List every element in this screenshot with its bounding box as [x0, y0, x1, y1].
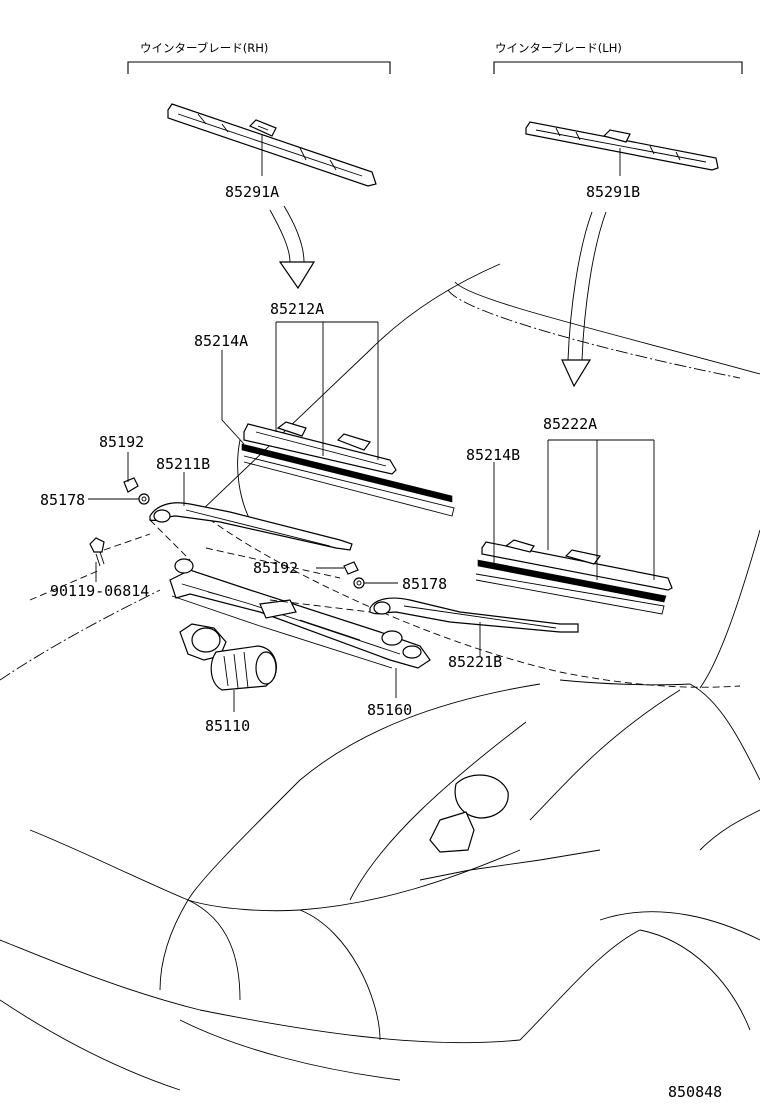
- label-85192-top: 85192: [99, 433, 144, 451]
- vehicle-body-outline: [0, 263, 760, 1091]
- label-90119-06814: 90119-06814: [50, 582, 149, 600]
- rh-winter-blade-header: ウインターブレード(RH): [127, 41, 391, 74]
- nut-85178-left: [138, 493, 150, 505]
- label-85178-left: 85178: [40, 491, 85, 509]
- label-85178-right: 85178: [402, 575, 447, 593]
- label-85291B: 85291B: [586, 183, 640, 201]
- label-85192-mid: 85192: [253, 559, 298, 577]
- rh-header-bracket: [127, 61, 391, 74]
- rh-header-text: ウインターブレード(RH): [140, 41, 268, 55]
- label-85214B: 85214B: [466, 446, 520, 464]
- label-85211B: 85211B: [156, 455, 210, 473]
- label-85221B: 85221B: [448, 653, 502, 671]
- blade-assembly-rh-drawing: [241, 421, 455, 517]
- label-85110: 85110: [205, 717, 250, 735]
- lh-header-bracket: [493, 61, 743, 74]
- cap-85192-mid: [343, 561, 359, 575]
- arrow-lh-blade: [561, 211, 607, 388]
- label-85214A: 85214A: [194, 332, 248, 350]
- diagram-id: 850848: [668, 1083, 722, 1101]
- part-labels: 85291A 85291B 85212A 85214A 85222A 85214…: [40, 183, 722, 1101]
- wiper-arm-lh-drawing: [369, 597, 579, 633]
- nut-85178-right: [353, 577, 365, 589]
- bolt-90119: [89, 537, 105, 567]
- label-85212A: 85212A: [270, 300, 324, 318]
- blade-assembly-lh-drawing: [475, 539, 673, 615]
- side-mirror: [429, 774, 509, 853]
- label-85291A: 85291A: [225, 183, 279, 201]
- lh-header-text: ウインターブレード(LH): [495, 41, 622, 55]
- label-85222A: 85222A: [543, 415, 597, 433]
- wiper-motor-85110-drawing: [179, 623, 277, 691]
- winter-blade-rh-drawing: [167, 103, 377, 187]
- arrow-rh-blade: [269, 205, 316, 290]
- cap-85192-left: [123, 477, 139, 493]
- lh-winter-blade-header: ウインターブレード(LH): [493, 41, 743, 74]
- leader-lines: [88, 321, 655, 712]
- wiper-arm-rh-drawing: [149, 502, 353, 551]
- label-85160: 85160: [367, 701, 412, 719]
- winter-blade-lh-drawing: [525, 121, 719, 171]
- wiper-linkage-85160-drawing: [169, 558, 431, 669]
